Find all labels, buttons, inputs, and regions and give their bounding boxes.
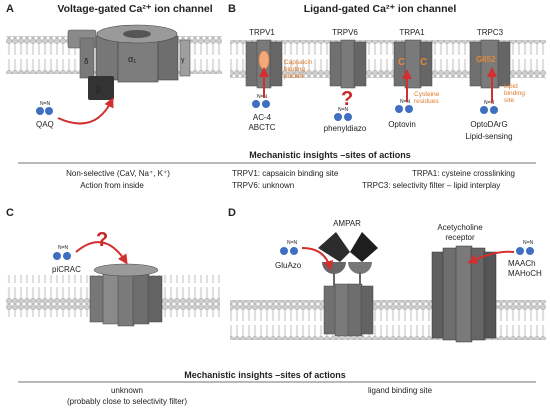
panel-a: A Voltage-gated Ca²⁺ ion channel δ α₁ γ … [6,3,222,129]
trpv6-ligand: phenyldiazo [324,124,367,133]
beta-subunit [88,76,114,100]
trpv6-label: TRPV6 [332,28,358,37]
trpc3-site-2: binding [504,90,525,97]
alpha-segment-3 [157,35,179,81]
trpv6-question-mark: ? [341,88,353,110]
ampar-label: AMPAR [333,219,361,228]
panel-c-letter: C [6,207,14,219]
achr-label-1: Acetycholine [437,223,483,232]
trpa1-label: TRPA1 [399,28,425,37]
trpc3-ligand-1: OptoDArG [470,120,507,129]
mech-bottom-col1-line1: unknown [111,386,143,395]
trpa1-ligand-ring-2 [405,105,413,113]
trpc3-label: TRPC3 [477,28,504,37]
arrow-d1 [301,247,334,271]
panel-d-letter: D [228,207,236,219]
gluazo-azo: N=N [287,240,298,246]
picrac-label: piCRAC [52,265,81,274]
picrac-ring-2 [63,252,71,260]
trpc3-channel [469,39,511,89]
achr-receptor [431,245,497,343]
maach-label-2: MAHoCH [508,269,542,278]
qaq-label: QAQ [36,120,54,129]
beta-label: β [96,84,101,94]
trpa1-cys-1: C [398,57,405,68]
trpv1-ligand-2: ABCTC [248,123,275,132]
achr-label-2: receptor [445,233,475,242]
trpa1-site-1: Cysteine [414,91,440,98]
trpv1-ligand-ring-2 [262,100,270,108]
trpc3-ligand-ring-1 [480,106,488,114]
trpc3-site-3: site [504,97,515,104]
trpv1-site-1: Capsaicin [284,59,313,66]
arrow-a [57,97,114,125]
alpha-segment-1 [95,35,119,81]
trpa1-azo: N=N [400,99,411,105]
qaq-ring-2 [45,107,53,115]
mech-bottom-col2-line1: ligand binding site [368,386,433,395]
gluazo-label: GluAzo [275,261,302,270]
trpv6-ligand-ring-1 [334,113,342,121]
trpv1-label: TRPV1 [249,28,275,37]
mech-top-col3-line2: TRPC3: selectivity filter – lipid interp… [362,181,500,190]
maach-label-1: MAACh [508,259,536,268]
crac-channel [89,263,163,327]
alpha1-label: α₁ [128,54,136,64]
delta-label: δ [84,57,89,66]
panel-a-title: Voltage-gated Ca²⁺ ion channel [57,3,212,15]
trpv6-ligand-ring-2 [344,113,352,121]
maach-ring-1 [516,247,524,255]
qaq-ring-1 [36,107,44,115]
trpv1-ligand-1: AC-4 [253,113,272,122]
maach-ring-2 [526,247,534,255]
mech-top-title: Mechanistic insights –sites of actions [249,150,411,160]
trpa1-site-2: residues [414,98,439,105]
trpa1-ligand: Optovin [388,120,416,129]
trpv6-azo: N=N [338,107,349,113]
trpv1-site-2: binding [284,66,305,73]
trpv1-azo: N=N [257,94,268,100]
trpc3-ligand-2: Lipid-sensing [465,132,512,141]
delta-subunit [79,37,95,79]
mech-bottom-col1-line2: (probably close to selectivity filter) [67,397,187,406]
maach-azo: N=N [523,240,534,246]
mech-top-col3-line1: TRPA1: cysteine crosslinking [412,169,515,178]
qaq-azo: N=N [40,101,51,107]
trpc3-site-1: Lipid [504,83,518,90]
membrane-d [230,300,546,340]
trpc3-ligand-ring-2 [490,106,498,114]
trpv1-ligand-ring-1 [252,100,260,108]
panel-b-title: Ligand-gated Ca²⁺ ion channel [304,3,457,15]
panel-b-letter: B [228,3,236,15]
arrow-d2 [467,250,515,264]
mech-bottom: Mechanistic insights –sites of actions u… [18,370,536,406]
picrac-azo: N=N [58,245,69,251]
mech-top: Mechanistic insights –sites of actions N… [18,150,536,190]
gluazo-ring-1 [280,247,288,255]
alpha-pore [123,30,151,38]
ampar-receptor [318,232,378,337]
panel-c: C N=N piCRAC ? [6,207,220,327]
panel-a-letter: A [6,3,14,15]
picrac-ring-1 [53,252,61,260]
trpa1-cys-2: C [420,57,427,68]
panel-b: B Ligand-gated Ca²⁺ ion channel TRPV1 Ca… [228,3,546,141]
picrac-question-mark: ? [96,229,108,251]
gluazo-ring-2 [290,247,298,255]
mech-top-col2-line2: TRPV6: unknown [232,181,294,190]
trpv1-site-3: pocket [284,73,303,80]
mech-bottom-title: Mechanistic insights –sites of actions [184,370,346,380]
mech-top-col1-line1: Non-selective (CaV, Na⁺, K⁺) [66,169,170,178]
gamma-label: γ [181,57,185,64]
trpv6-channel [329,39,367,89]
mech-top-col2-line1: TRPV1: capsaicin binding site [232,169,339,178]
arrow-c [75,241,128,265]
mech-top-col1-line2: Action from inside [80,181,144,190]
trpc3-residue: G652 [476,55,496,64]
gamma-subunit [179,39,191,77]
trpa1-ligand-ring-1 [395,105,403,113]
trpc3-azo: N=N [484,100,495,106]
panel-d: D AMPAR N=N GluAzo Acetycholine receptor [228,207,546,343]
